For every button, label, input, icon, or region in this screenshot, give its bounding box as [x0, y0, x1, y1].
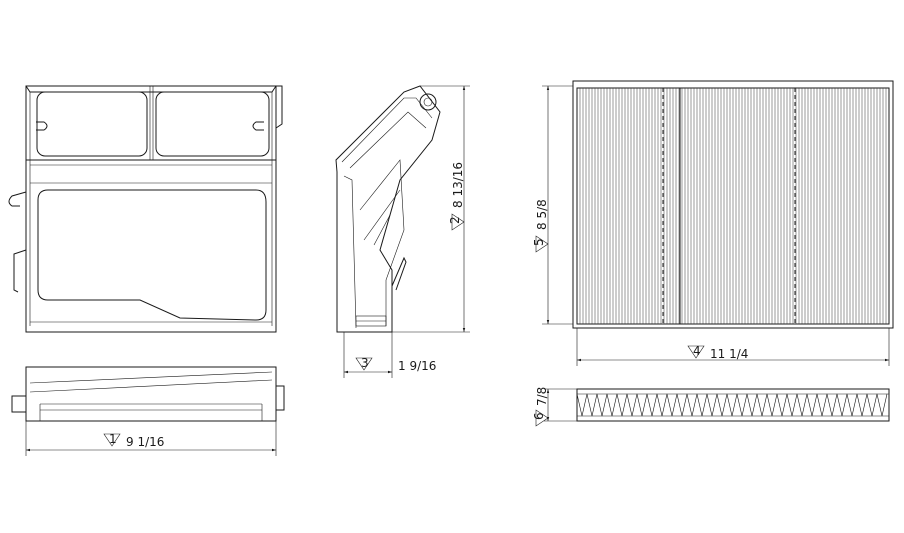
dimension-marker: 1 [109, 432, 117, 446]
dimension-label-width-filter: 11 1/4 [710, 347, 748, 361]
filter-pleats [579, 88, 887, 324]
dimension-marker: 6 [532, 412, 546, 420]
dimension-marker: 5 [532, 238, 546, 246]
dimension-marker: 2 [448, 216, 462, 224]
dimension-height-filter: 5 8 5/8 [532, 85, 573, 325]
housing-front-view [8, 85, 283, 333]
housing-bottom-view [11, 366, 285, 422]
dimension-label-depth-side: 1 9/16 [398, 359, 436, 373]
dimension-label-thickness-filter: 7/8 [535, 387, 549, 406]
dimension-label-height-side: 8 13/16 [451, 162, 465, 208]
dimension-label-width-front: 9 1/16 [126, 435, 164, 449]
dimension-label-height-filter: 8 5/8 [535, 199, 549, 230]
dimension-depth-side: 3 1 9/16 [343, 332, 436, 378]
filter-front-view [572, 80, 894, 329]
filter-pleat-zigzag [576, 393, 888, 417]
dimension-width-front: 1 9 1/16 [25, 421, 277, 456]
filter-edge-view [576, 388, 890, 422]
dimension-marker: 3 [361, 356, 369, 370]
dimension-height-side: 2 8 13/16 [392, 85, 470, 333]
dimension-marker: 4 [693, 344, 701, 358]
housing-side-view [335, 85, 441, 333]
dimension-thickness-filter: 6 7/8 [532, 387, 577, 427]
dimension-width-filter: 4 11 1/4 [576, 328, 890, 366]
